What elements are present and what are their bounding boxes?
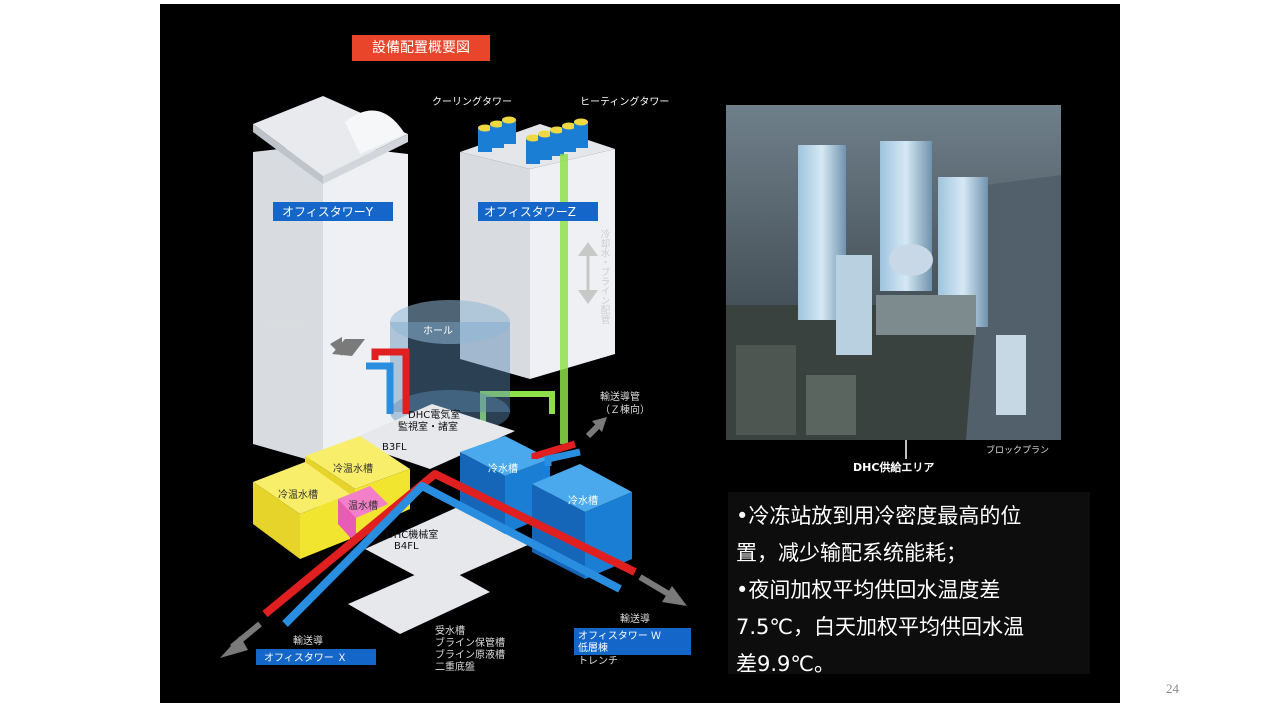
- diagram-title: 設備配置概要図: [352, 35, 490, 61]
- page-number: 24: [1166, 681, 1179, 696]
- tank-warm-label: 温水槽: [348, 499, 378, 512]
- tower-y-label-box: [273, 202, 393, 221]
- bottom-list-item-2: ブライン保管槽: [435, 636, 505, 649]
- pipe-z-line1: 輸送導管: [600, 390, 640, 403]
- bottom-list-item-4: 二重底盤: [435, 660, 475, 673]
- heating-tower-label: ヒーティングタワー: [580, 95, 669, 108]
- callout-line-5: 差9.9℃。: [736, 652, 835, 676]
- pipe-w-box-label: オフィスタワー Ｗ: [578, 630, 661, 642]
- vertical-pipe-label: 冷却水・ブライン配管: [599, 228, 611, 324]
- dhc-machine-floor: B4FL: [394, 541, 419, 552]
- cooling-tower-units: [478, 116, 516, 152]
- tower-y-label: オフィスタワーY: [282, 205, 374, 219]
- callout-line-4: 7.5℃，白天加权平均供回水温: [736, 615, 1024, 639]
- callout-line-3: •夜间加权平均供回水温度差: [736, 578, 1001, 602]
- tank-hot-left-label: 冷温水槽: [278, 488, 318, 501]
- transport-pipes: [262, 440, 637, 627]
- tank-cold2-label: 冷水槽: [568, 494, 598, 507]
- hot-cold-water-tanks: [253, 436, 410, 559]
- bottom-list-item-3: ブライン原液槽: [435, 648, 505, 661]
- pipe-y-line2: （Ｙ棟向）: [263, 331, 313, 344]
- dhc-electric-line2: 監視室・諸室: [398, 420, 458, 433]
- machine-room-slab: [348, 506, 530, 634]
- cooling-tower-label: クーリングタワー: [432, 95, 512, 108]
- pipe-w-line1: 輸送導: [620, 612, 650, 625]
- aerial-photo: [726, 105, 1061, 440]
- pipe-w-line3: トレンチ: [578, 655, 618, 667]
- hall-label: ホール: [423, 325, 453, 337]
- callout-line-2: 置，减少输配系统能耗；: [736, 541, 967, 565]
- slide: クーリングタワー ヒーティングタワー オフィスタワーY オフィスタワーZ 冷却水…: [160, 4, 1120, 703]
- pipe-w-box: [574, 628, 691, 655]
- cold-water-tanks: [460, 436, 632, 579]
- photo-caption: ブロックプラン: [986, 444, 1049, 456]
- vertical-double-arrow: [578, 242, 598, 304]
- pipe-w-line2: 低層棟: [578, 641, 608, 654]
- tower-z-label-box: [478, 202, 598, 221]
- dhc-machine-line1: DHC機械室: [386, 528, 438, 541]
- tower-z-label: オフィスタワーZ: [484, 205, 576, 219]
- pipe-x-box-label: オフィスタワー Ｘ: [264, 652, 347, 664]
- pipe-x-line1: 輸送導: [293, 634, 323, 647]
- summary-callout: •冷冻站放到用冷密度最高的位 置，减少输配系统能耗； •夜间加权平均供回水温度差…: [728, 492, 1090, 676]
- direction-arrows: [220, 417, 687, 658]
- tank-cold1-label: 冷水槽: [488, 462, 518, 475]
- tank-hot-top-label: 冷温水槽: [333, 462, 373, 475]
- pipe-z-line2: （Ｚ棟向）: [600, 403, 650, 416]
- dhc-electric-floor: B3FL: [382, 442, 407, 453]
- supply-area-label: DHC供給エリア: [853, 460, 934, 474]
- callout-line-1: •冷冻站放到用冷密度最高的位: [736, 504, 1022, 528]
- bottom-list-item-1: 受水槽: [435, 624, 465, 637]
- equipment-layout-diagram: クーリングタワー ヒーティングタワー オフィスタワーY オフィスタワーZ 冷却水…: [220, 95, 1049, 673]
- tower-y: [253, 96, 408, 464]
- heating-tower-units: [526, 118, 588, 164]
- electric-room-slab: [348, 404, 515, 469]
- pipe-x-box: [256, 649, 376, 665]
- pipe-y-line1: 輸送導管: [263, 319, 303, 332]
- dhc-electric-line1: DHC電気室: [408, 408, 460, 421]
